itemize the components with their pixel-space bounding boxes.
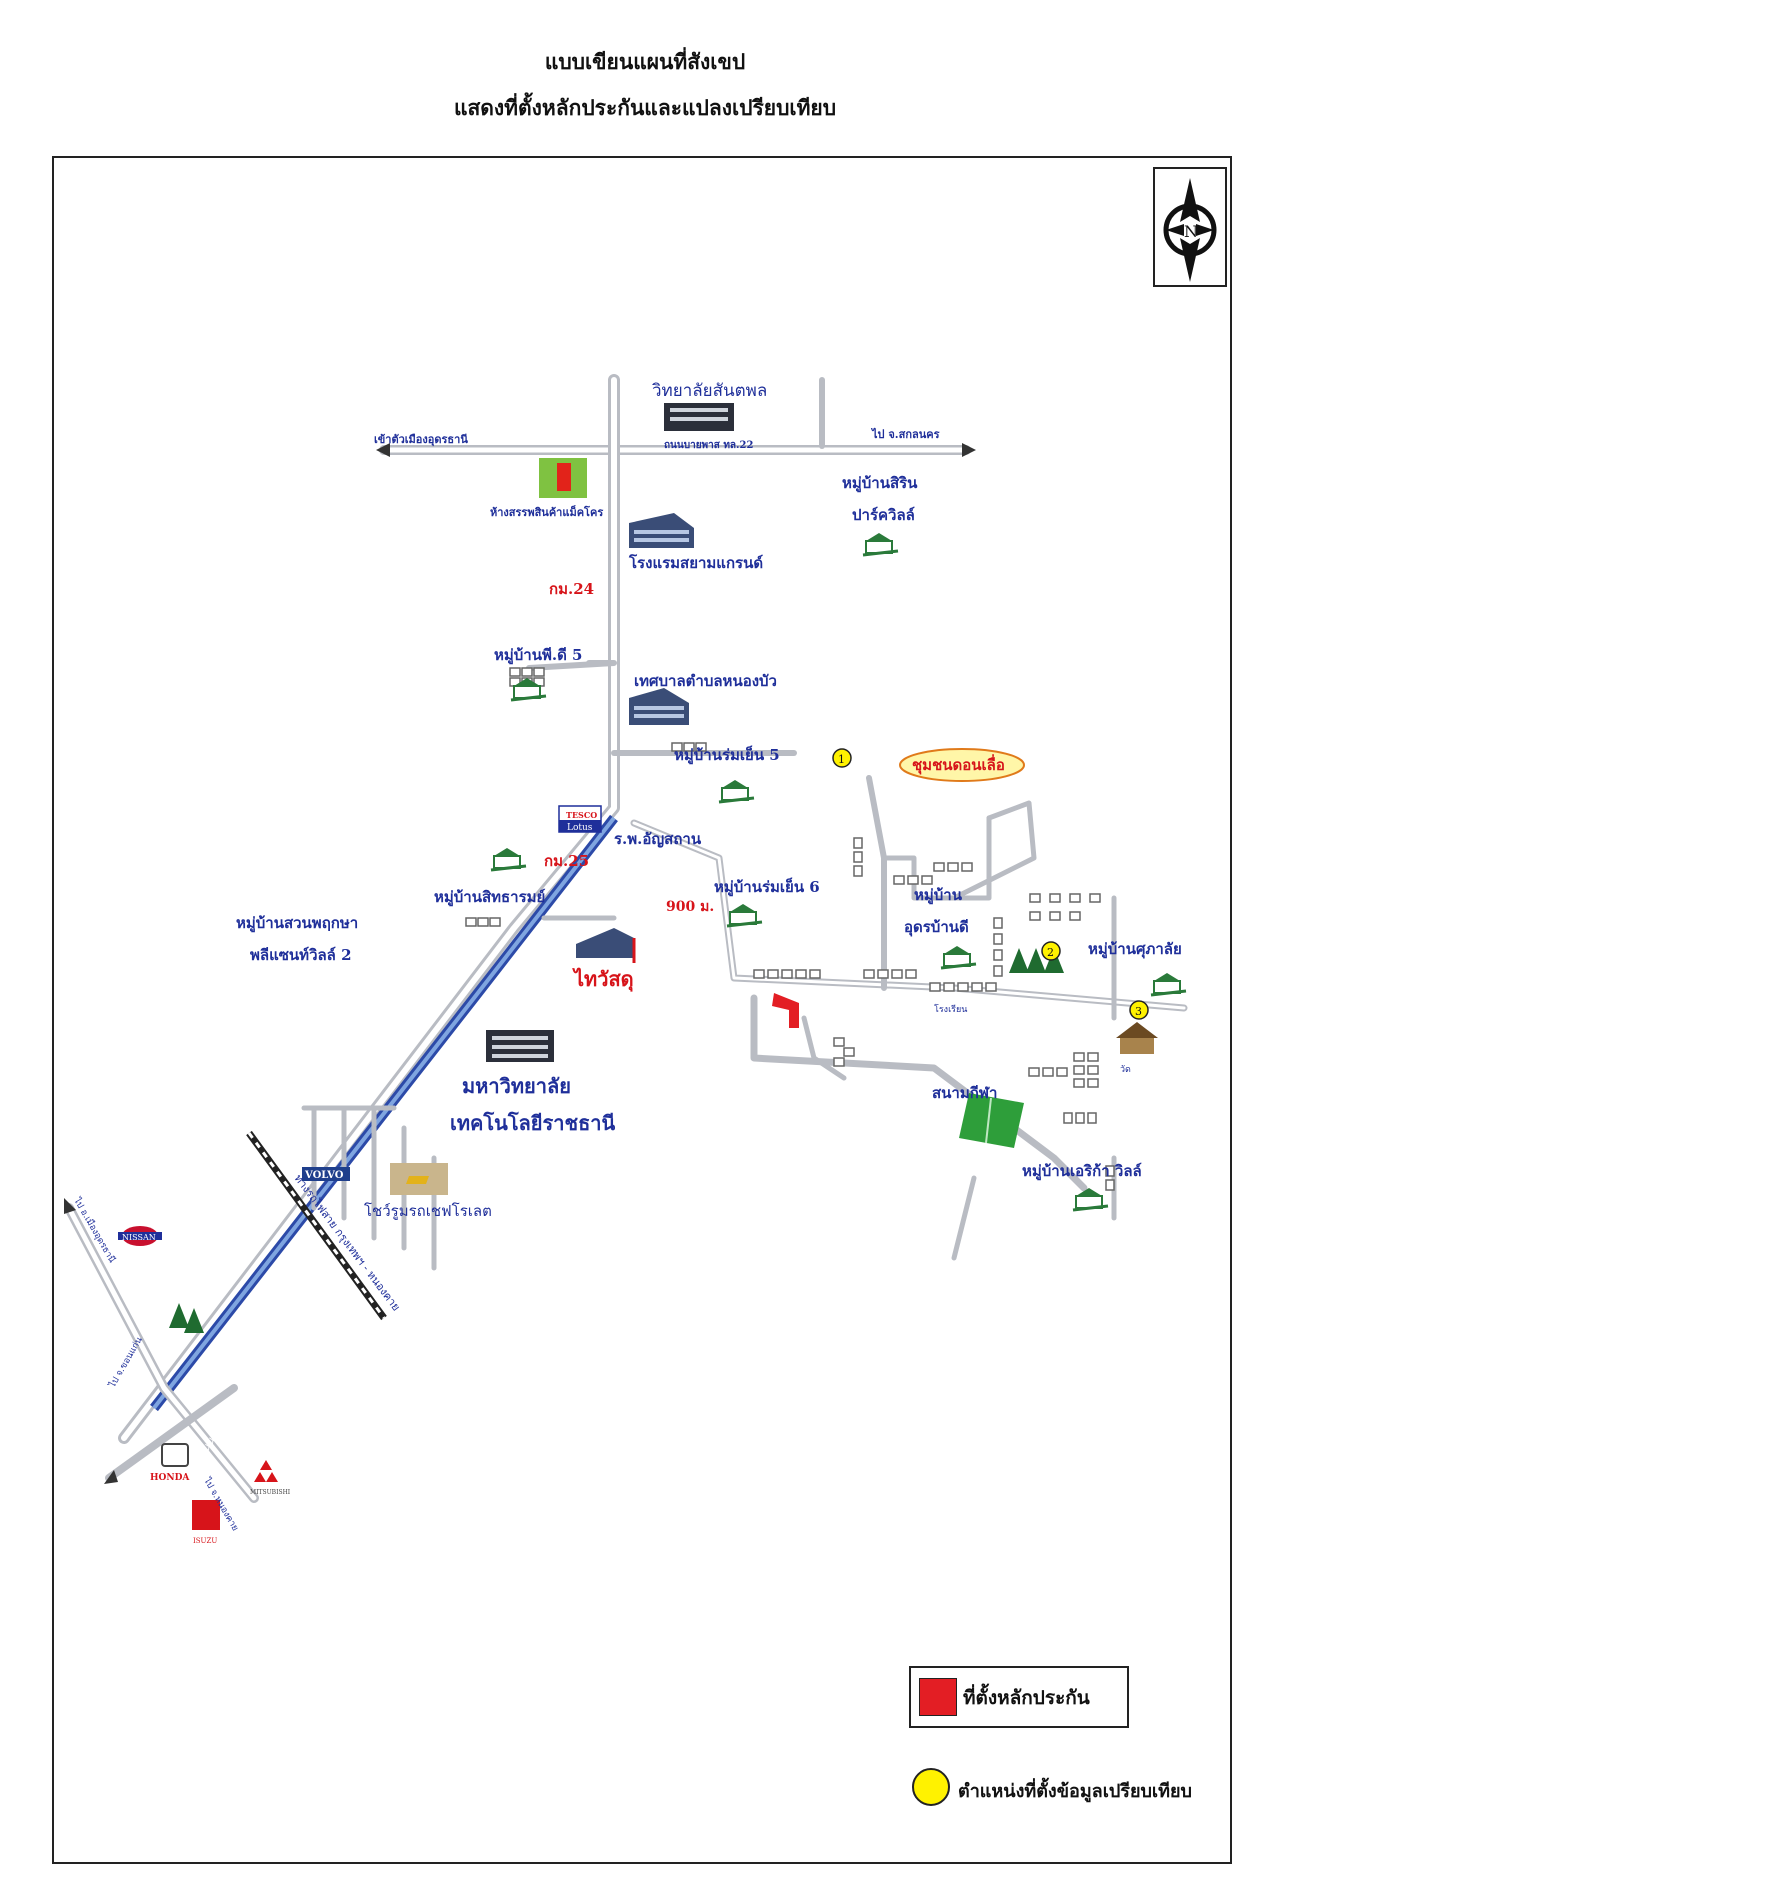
- svg-text:2: 2: [1047, 946, 1054, 959]
- comparison-marker-1: 1: [832, 748, 852, 768]
- label-to-sakon: ไป จ.สกลนคร: [870, 427, 940, 441]
- college-building-icon: [664, 403, 734, 431]
- label-hotel: โรงแรมสยามแกรนด์: [628, 553, 763, 572]
- map-title: แบบเขียนแผนที่สังเขป: [544, 50, 746, 74]
- label-supakorn: หมู่บ้านศุภาลัย: [1088, 940, 1182, 959]
- comparison-marker-3: 3: [1129, 1000, 1149, 1020]
- map-subtitle: แสดงที่ตั้งหลักประกันและแปลงเปรียบเทียบ: [453, 96, 837, 120]
- label-udon-village-2: อุดรบ้านดี: [904, 918, 969, 937]
- tree-icons: [169, 948, 1064, 1333]
- building-blocks: [465, 667, 1115, 1191]
- compass-letter: N: [1184, 222, 1198, 241]
- bypass-road: [376, 443, 976, 457]
- label-romyen5: หมู่บ้านร่มเย็น 5: [674, 745, 780, 765]
- map-frame: N: [52, 156, 1232, 1864]
- label-lotus-1: TESCO: [566, 810, 597, 820]
- legend-red-square-icon: [919, 1678, 957, 1716]
- label-sirin-1: หมู่บ้านสิริน: [842, 474, 918, 493]
- label-distance: 900 ม.: [666, 899, 714, 915]
- legend-collateral-text: ที่ตั้งหลักประกัน: [963, 1687, 1090, 1709]
- label-to-khonkaen: ไป จ.ขอนแก่น: [107, 1335, 145, 1390]
- honda-logo: [161, 1443, 189, 1467]
- label-udon-village-1: หมู่บ้าน: [914, 886, 963, 905]
- label-college: วิทยาลัยสันตพล: [652, 381, 768, 401]
- legend-comparison-text: ตำแหน่งที่ตั้งข้อมูลเปรียบเทียบ: [958, 1781, 1192, 1802]
- chevrolet-showroom-icon: [390, 1163, 448, 1195]
- makro-icon: [539, 458, 587, 498]
- volvo-logo: [302, 1167, 350, 1181]
- svg-text:วัด: วัด: [1120, 1065, 1131, 1075]
- label-nissan: NISSAN: [122, 1233, 156, 1242]
- label-suanpruksa-1: หมู่บ้านสวนพฤกษา: [236, 914, 358, 933]
- label-pd5: หมู่บ้านพี.ดี 5: [494, 646, 582, 665]
- label-honda: HONDA: [150, 1473, 190, 1483]
- label-university-2: เทคโนโลยีราชธานี: [450, 1111, 616, 1135]
- nissan-logo: [118, 1226, 162, 1246]
- university-building-icon: [486, 1030, 554, 1062]
- hotel-building-icon: [629, 513, 694, 548]
- label-makro: ห้างสรรพสินค้าแม็คโคร: [490, 505, 603, 519]
- thaiwatsadu-icon: [576, 928, 636, 963]
- label-sirin-2: ปาร์ควิลล์: [852, 506, 915, 524]
- label-to-udon: เข้าตัวเมืองอุดรธานี: [374, 433, 468, 447]
- community-highlight: [899, 748, 1025, 782]
- label-chevrolet: โชว์รูมรถเชฟโรเลต: [364, 1202, 492, 1220]
- collateral-marker: [772, 993, 799, 1028]
- label-municipality: เทศบาลตำบลหนองบัว: [634, 672, 777, 690]
- temple-icon: วัด: [1116, 1022, 1158, 1075]
- label-volvo: VOLVO: [304, 1170, 344, 1181]
- label-km24: กม.24: [549, 580, 594, 598]
- label-sitharom: หมู่บ้านสิทธารมย์: [434, 888, 545, 907]
- compass-icon: N: [1153, 167, 1227, 287]
- label-mitsubishi: MITSUBISHI: [250, 1489, 291, 1496]
- village-house-icons: [490, 533, 1187, 1212]
- label-railway: ทางรถไฟสาย กรุงเทพฯ - หนองคาย: [292, 1172, 403, 1313]
- label-km25: กม.25: [544, 852, 589, 870]
- map-canvas: N: [64, 167, 1227, 1545]
- suanpruksa-roads: [301, 1105, 437, 1271]
- label-erica: หมู่บ้านเอริก้า วิลล์: [1022, 1162, 1142, 1181]
- label-hospital: ร.พ.อัญสถาน: [614, 830, 702, 848]
- label-university-1: มหาวิทยาลัย: [462, 1074, 571, 1098]
- legend-yellow-circle-icon: [912, 1768, 950, 1806]
- legend-collateral: ที่ตั้งหลักประกัน: [909, 1666, 1129, 1728]
- railway-line: [246, 1130, 387, 1321]
- label-thaiwatsadu: ไทวัสดุ: [572, 967, 634, 992]
- lotus-logo: [558, 805, 602, 833]
- label-community: ชุมชนดอนเลื่อ: [912, 754, 1005, 775]
- label-lotus-2: Lotus: [567, 823, 593, 833]
- label-stadium: สนามกีฬา: [932, 1084, 997, 1102]
- label-suanpruksa-2: พลีแซนท์วิลล์ 2: [250, 946, 352, 964]
- label-isuzu: ISUZU: [193, 1537, 217, 1545]
- school-label: โรงเรียน: [934, 1004, 967, 1015]
- stadium-icon: [959, 1093, 1024, 1148]
- svg-text:3: 3: [1135, 1005, 1142, 1018]
- municipality-building-icon: [629, 688, 689, 725]
- label-bypass: ถนนบายพาส ทล.22: [664, 440, 754, 451]
- label-romyen6: หมู่บ้านร่มเย็น 6: [714, 877, 820, 897]
- legend-comparison: ตำแหน่งที่ตั้งข้อมูลเปรียบเทียบ: [912, 1766, 1222, 1810]
- road-to-khonkaen: [64, 1198, 259, 1503]
- mitsubishi-logo: [254, 1460, 278, 1482]
- svg-text:1: 1: [838, 753, 845, 766]
- main-north-road: [118, 374, 825, 1444]
- comparison-marker-2: 2: [1041, 941, 1061, 961]
- isuzu-logo: [192, 1500, 220, 1530]
- highway-main: [150, 814, 618, 1412]
